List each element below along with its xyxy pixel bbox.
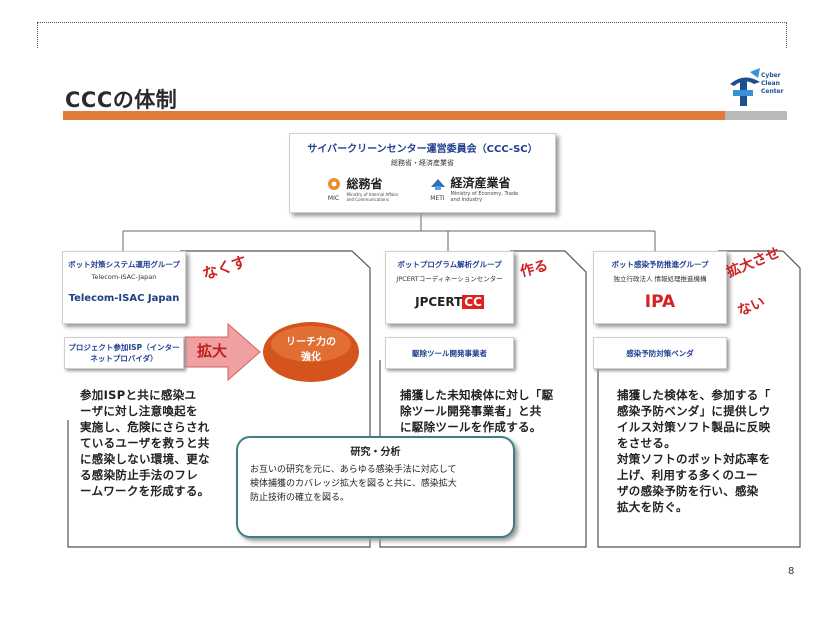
meti-abbr: METI: [430, 194, 445, 202]
committee-title: サイバークリーンセンター運営委員会（CCC-SC）: [307, 144, 538, 155]
meti-name: 経済産業省: [450, 176, 511, 190]
committee-subtitle: 総務省・経済産業省: [391, 159, 454, 167]
group2-title: ボットプログラム解析グループ: [397, 260, 502, 269]
meti-logo: METI 経済産業省 Ministry of Economy, Trade an…: [429, 174, 521, 203]
group1-subtitle: Telecom-ISAC-Japan: [91, 273, 157, 281]
g1-desc-line: 参加ISPと共に感染ユ: [80, 388, 197, 402]
g2-desc-line: 捕獲した未知検体に対し「駆: [400, 388, 554, 402]
mic-english: Ministry of Internal Affairs and Communi…: [346, 192, 399, 202]
g3-desc-line: をさせる。: [617, 436, 676, 450]
reach-line2: 強化: [301, 352, 321, 363]
infection-prevention-group-box: ボット感染予防推進グループ 独立行政法人 情報処理推進機構 IPA: [593, 251, 727, 324]
bot-analysis-group-box: ボットプログラム解析グループ JPCERTコーディネーションセンター JPCER…: [385, 251, 514, 324]
g3-desc-line: ザの感染予防を行い、感染: [617, 484, 759, 498]
vendor-label-box: 感染予防対策ベンダ: [593, 337, 727, 369]
ccc-logo-icon: [730, 68, 760, 106]
g3-desc-line: 感染予防ベンダ」に提供しウ: [617, 404, 771, 418]
g1-desc-line: ーザに対し注意喚起を: [80, 404, 198, 418]
g3-desc-line: 対策ソフトのボット対応率を: [617, 452, 771, 466]
cyber-clean-center-logo: Cyber Clean Center: [728, 66, 788, 110]
g2-desc-line: 除ツール開発事業者」と共: [400, 404, 542, 418]
bot-operation-group-box: ボット対策システム運用グループ Telecom-ISAC-Japan Telec…: [62, 251, 186, 324]
jpcert-text: JPCERT: [415, 295, 463, 309]
group3-subtitle: 独立行政法人 情報処理推進機構: [613, 275, 707, 283]
research-line: 検体捕獲のカバレッジ拡大を図ると共に、感染拡大: [250, 479, 457, 489]
group1-description: 参加ISPと共に感染ユ ーザに対し注意喚起を 実施し、危険にさらされ ているユー…: [80, 387, 240, 499]
g2-desc-line: に駆除ツールを作成する。: [400, 420, 542, 434]
research-title: 研究・分析: [350, 447, 401, 458]
g3-desc-line: 拡大を防ぐ。: [617, 500, 688, 514]
title-underline-gray: [725, 111, 787, 120]
meti-english: Ministry of Economy, Trade and Industry: [450, 191, 519, 203]
research-body: お互いの研究を元に、あらゆる感染手法に対応して 検体捕獲のカバレッジ拡大を図ると…: [238, 458, 513, 505]
mic-logo: MIC 総務省 Ministry of Internal Affairs and…: [325, 174, 407, 203]
title-underline-orange: [63, 111, 725, 120]
jpcert-cc-text: CC: [462, 295, 484, 309]
group2-subtitle: JPCERTコーディネーションセンター: [396, 275, 503, 283]
meti-emblem-icon: [430, 178, 445, 190]
mic-emblem-icon: [327, 177, 340, 190]
logo-text-3: Center: [761, 88, 784, 95]
research-analysis-box: 研究・分析 お互いの研究を元に、あらゆる感染手法に対応して 検体捕獲のカバレッジ…: [236, 436, 515, 538]
page-number: 8: [788, 566, 795, 577]
g1-desc-line: に感染しない環境、更な: [80, 452, 210, 466]
steering-committee-box: サイバークリーンセンター運営委員会（CCC-SC） 総務省・経済産業省 MIC …: [289, 133, 556, 213]
telecom-isac-logo: Telecom-ISAC Japan: [68, 293, 180, 304]
removal-tool-dev-label: 駆除ツール開発事業者: [385, 337, 514, 369]
page-title: CCCの体制: [65, 88, 178, 112]
header-frame: [37, 22, 787, 48]
g3-desc-line: イルス対策ソフト製品に反映: [617, 420, 771, 434]
mic-name: 総務省: [346, 177, 383, 191]
g1-desc-line: る感染防止手法のフレ: [80, 468, 198, 482]
g3-desc-line: 捕獲した検体を、参加する「: [617, 388, 771, 402]
reach-circle: リーチ力の 強化: [271, 335, 351, 365]
group1-title: ボット対策システム運用グループ: [68, 260, 180, 269]
reach-line1: リーチ力の: [286, 337, 336, 348]
group2-description: 捕獲した未知検体に対し「駆 除ツール開発事業者」と共 に駆除ツールを作成する。: [400, 387, 575, 435]
g3-desc-line: 上げ、利用する多くのユー: [617, 468, 758, 482]
research-line: 防止技術の確立を図る。: [250, 493, 350, 503]
expand-arrow-label: 拡大: [197, 342, 228, 360]
isp-label-box: プロジェクト参加ISP（インターネットプロバイダ）: [64, 337, 184, 369]
mic-abbr: MIC: [327, 194, 340, 202]
g1-desc-line: ているユーザを救うと共: [80, 436, 210, 450]
group3-description: 捕獲した検体を、参加する「 感染予防ベンダ」に提供しウ イルス対策ソフト製品に反…: [617, 387, 797, 515]
group3-title: ボット感染予防推進グループ: [611, 260, 709, 269]
g1-desc-line: 実施し、危険にさらされ: [80, 420, 210, 434]
ipa-logo: IPA: [644, 292, 676, 312]
g1-desc-line: ームワークを形成する。: [80, 484, 210, 498]
logo-text-2: Clean: [761, 80, 780, 87]
logo-text-1: Cyber: [761, 72, 781, 79]
research-line: お互いの研究を元に、あらゆる感染手法に対応して: [250, 465, 457, 475]
